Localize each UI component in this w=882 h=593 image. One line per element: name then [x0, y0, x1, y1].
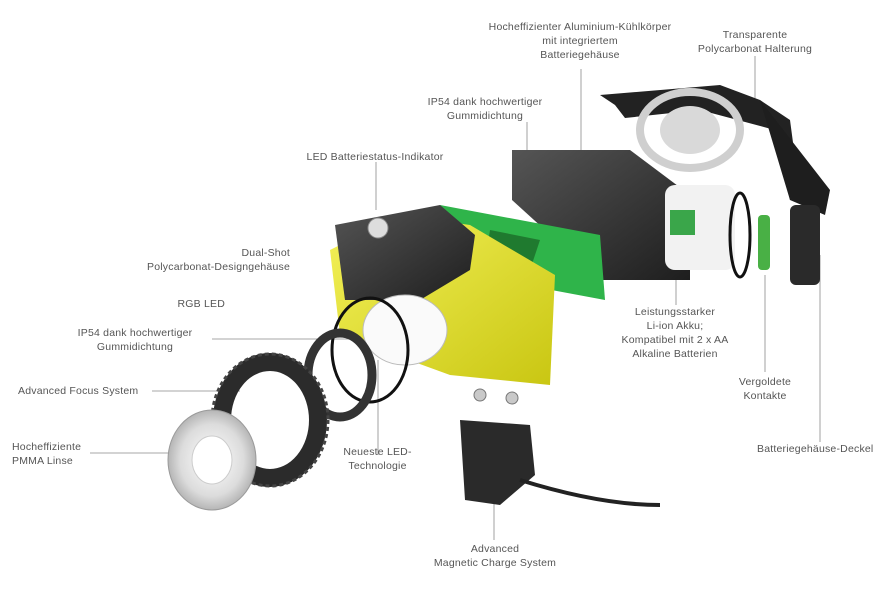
- main-housing: [330, 205, 555, 385]
- charge-connector: [460, 388, 661, 507]
- label-battery: Leistungsstarker Li-ion Akku; Kompatibel…: [621, 306, 729, 360]
- label-afs: Advanced Focus System: [18, 385, 139, 397]
- label-heatsink: Hocheffizienter Aluminium-Kühlkörper mit…: [488, 21, 672, 61]
- pmma-lens: [167, 409, 257, 511]
- battery-cover: [790, 205, 820, 285]
- label-rgb: RGB LED: [177, 298, 225, 310]
- heatsink-body: [512, 150, 735, 280]
- label-contacts: Vergoldete Kontakte: [738, 376, 792, 402]
- label-dualshot: Dual-Shot Polycarbonat-Designgehäuse: [147, 247, 290, 273]
- label-cover: Batteriegehäuse-Deckel: [757, 443, 874, 455]
- label-ip54-top: IP54 dank hochwertiger Gummidichtung: [427, 96, 543, 122]
- label-ip54-left: IP54 dank hochwertiger Gummidichtung: [77, 327, 193, 353]
- bracket-frame: [600, 85, 830, 215]
- gold-contacts: [758, 215, 770, 270]
- label-charge: Advanced Magnetic Charge System: [433, 543, 557, 569]
- label-led-indicator: LED Batteriestatus-Indikator: [306, 151, 444, 163]
- label-lens: Hocheffiziente PMMA Linse: [12, 441, 82, 467]
- label-bracket: Transparente Polycarbonat Halterung: [697, 29, 813, 55]
- label-led-tech: Neueste LED- Technologie: [343, 446, 412, 472]
